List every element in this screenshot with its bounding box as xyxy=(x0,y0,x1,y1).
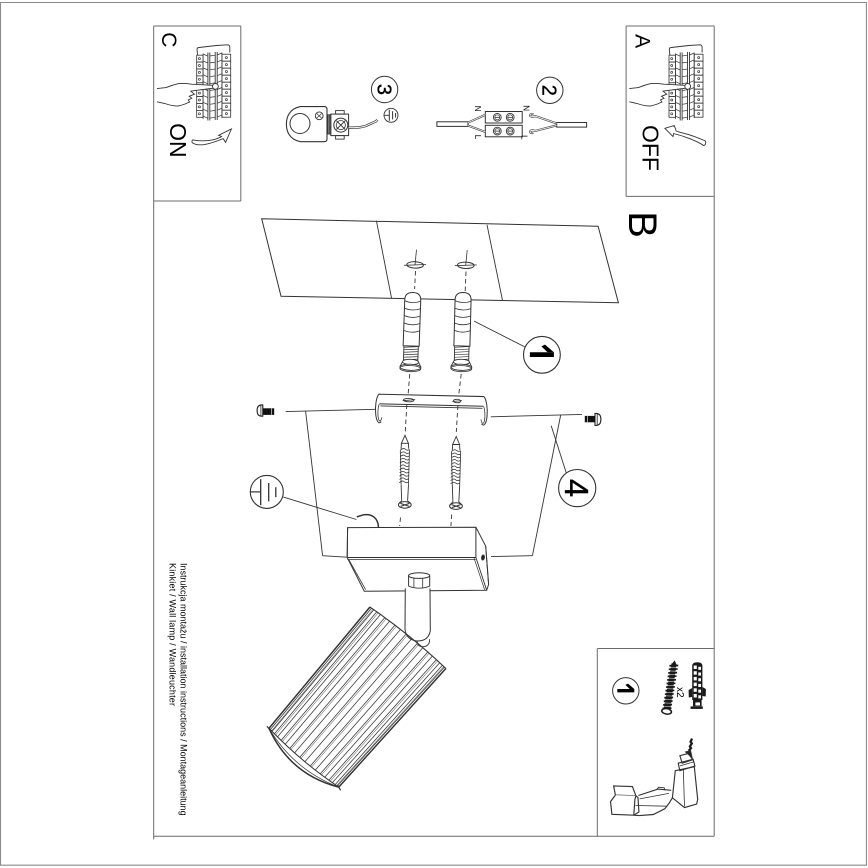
svg-text:L: L xyxy=(473,135,482,140)
svg-text:4: 4 xyxy=(558,479,595,497)
svg-text:B: B xyxy=(620,211,664,238)
svg-text:N: N xyxy=(473,106,482,112)
svg-text:OFF: OFF xyxy=(637,125,663,171)
svg-text:2: 2 xyxy=(538,85,560,96)
svg-text:L: L xyxy=(519,135,528,140)
svg-text:Instrukcja montażu / installat: Instrukcja montażu / installation instru… xyxy=(179,563,189,816)
svg-text:N: N xyxy=(521,105,530,111)
svg-text:Kinkiet / Wall lamp / Wandleuc: Kinkiet / Wall lamp / Wandleuchter xyxy=(167,563,177,706)
svg-text:ON: ON xyxy=(165,123,191,158)
svg-text:A: A xyxy=(630,34,653,48)
svg-text:C: C xyxy=(157,32,180,47)
svg-text:x2: x2 xyxy=(674,687,685,698)
svg-text:3: 3 xyxy=(372,84,394,95)
